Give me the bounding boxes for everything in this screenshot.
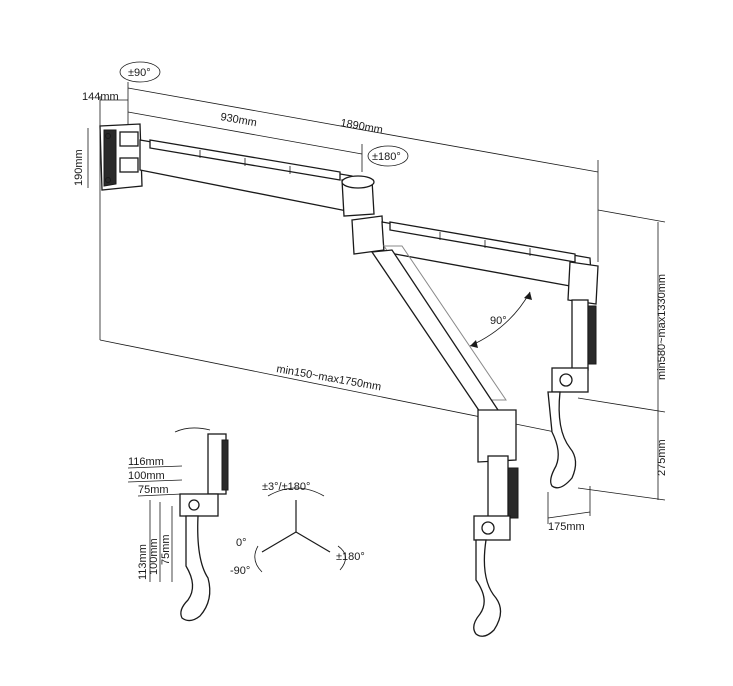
mount-head [551,367,589,393]
vertical-post-rail [587,305,597,365]
label-vesa-75b: 75mm [160,534,172,565]
label-930: 930mm [219,111,257,129]
down-arm-rail [507,467,519,519]
wall-plate-bracket-top [119,131,139,147]
second-arm [351,215,599,305]
label-190: 190mm [73,149,85,186]
label-1890: 1890mm [339,117,383,136]
label-175: 175mm [548,521,585,533]
wall-plate-edge [103,129,117,187]
vertical-post-body [571,299,589,371]
screw-icon [105,177,111,183]
label-144: 144mm [82,91,119,103]
down-arm-post [487,455,509,521]
down-arm-body [370,249,500,413]
knob-icon [188,499,200,511]
rotation-arc-left [254,545,263,573]
label-tilt-0: 0° [236,537,247,549]
inset-hook [180,515,211,622]
knob-icon [559,373,573,387]
knob-icon [481,521,495,535]
first-arm [139,139,375,217]
dim-line-75 [137,493,183,497]
arrow-icon [470,340,478,348]
rotation-arc-top [267,487,325,497]
label-tilt-swivel: ±3°/±180° [262,481,310,493]
dim-line-100 [127,479,183,483]
rotation-arc-right [337,545,346,571]
label-rot-180-right: ±180° [336,551,365,563]
label-range-horizontal: min150~max1750mm [275,363,382,393]
second-arm-channel [389,221,576,263]
mount-hook-arm [547,391,577,489]
second-arm-joint [351,215,385,255]
rotation-icon [119,61,161,83]
axis-right [295,531,331,553]
label-angle-90: 90° [490,315,507,327]
second-arm-end [567,261,599,305]
inset-rail [221,439,229,491]
dim-line-930 [127,111,363,155]
down-arm-head [477,409,517,463]
inset-break-line [174,427,211,433]
inset-detail [127,427,229,622]
label-rot-base: ±90° [128,67,151,79]
down-arm-hook [473,539,502,637]
vertical-post [571,299,597,371]
wall-plate-bracket-bottom [119,157,139,173]
label-vesa-100b: 100mm [148,538,160,575]
label-vesa-116: 116mm [128,456,164,468]
arrow-icon [524,292,532,300]
label-rot-joint: ±180° [372,151,401,163]
label-vesa-75: 75mm [138,484,169,496]
wall-plate [99,123,143,191]
rotation-axes [254,487,346,573]
dim-line-175 [547,511,591,519]
down-arm-ghost [370,245,519,637]
dim-top-right [597,209,666,223]
label-vesa-100: 100mm [128,470,165,482]
dim-mid-right [577,397,666,413]
monitor-mount-right [547,367,589,489]
label-vesa-113: 113mm [137,544,149,580]
joint-cap [341,175,375,189]
label-range-vertical: min580~max1330mm [656,274,668,380]
dim-line-116 [127,465,183,469]
label-275: 275mm [656,439,668,476]
axis-left [261,531,297,553]
label-tilt-neg90: -90° [230,565,250,577]
rotation-icon [367,145,409,167]
screw-icon [105,133,111,139]
angle-arc [469,291,531,347]
dim-line-1890 [127,87,599,173]
dim-bottom-right [577,487,666,501]
